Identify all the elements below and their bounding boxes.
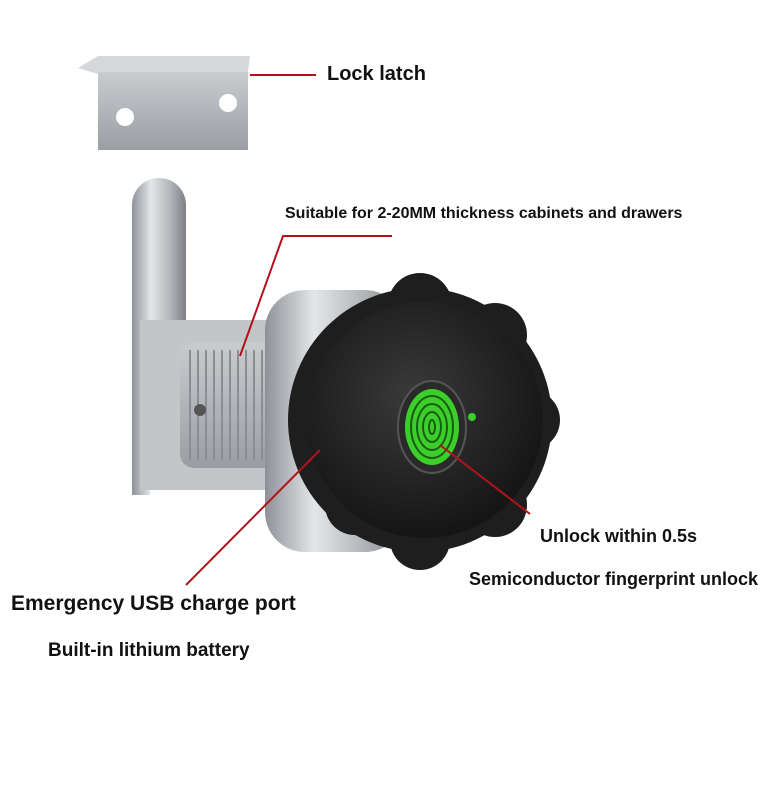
battery-label: Built-in lithium battery	[48, 640, 250, 661]
usb-port-label: Emergency USB charge port	[11, 592, 296, 615]
lock-latch-bracket	[78, 56, 250, 150]
fingerprint-label: Semiconductor fingerprint unlock	[469, 569, 759, 589]
unlock-speed-label: Unlock within 0.5s	[540, 526, 698, 546]
callout-lines	[185, 74, 531, 586]
fingerprint-knob	[288, 273, 560, 570]
thickness-label: Suitable for 2-20MM thickness cabinets a…	[285, 205, 683, 222]
threaded-barrel	[180, 342, 290, 468]
fingerprint-sensor-icon	[405, 389, 459, 465]
status-led	[468, 413, 476, 421]
lock-latch-label: Lock latch	[327, 63, 426, 85]
